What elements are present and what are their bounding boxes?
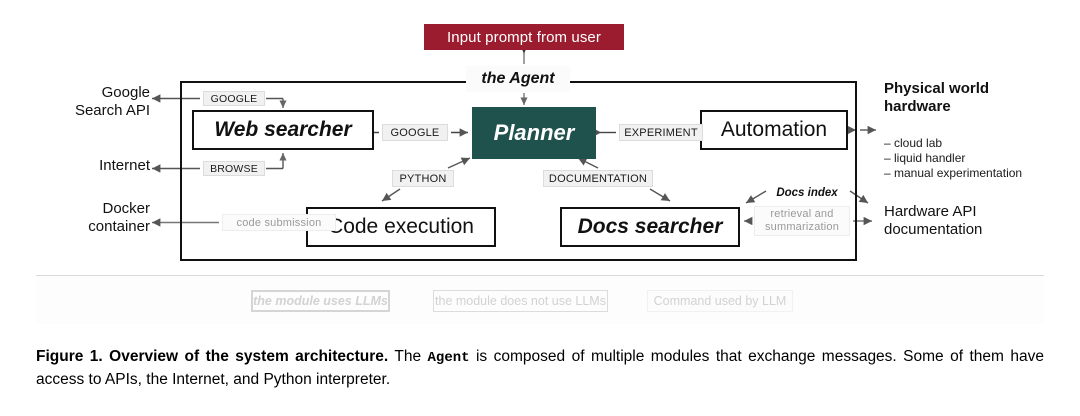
caption-text-b: is composed of multiple modules that exc… xyxy=(36,348,1044,388)
module-docs-searcher[interactable]: Docs searcher xyxy=(560,207,740,247)
bullet-item: – liquid handler xyxy=(884,151,966,165)
module-web-searcher[interactable]: Web searcher xyxy=(192,110,374,150)
label-hwapi-line-2: documentation xyxy=(884,221,983,238)
command-documentation: DOCUMENTATION xyxy=(543,170,653,187)
retrieval-line-1: retrieval and xyxy=(770,208,834,220)
label-google-line-2: Search API xyxy=(74,102,150,119)
module-planner[interactable]: Planner xyxy=(472,107,596,159)
caption-agent-mono: Agent xyxy=(427,350,470,366)
figure-caption: Figure 1. Overview of the system archite… xyxy=(36,346,1044,391)
legend-no-llms: the module does not use LLMs xyxy=(433,290,608,312)
command-google-planner: GOOGLE xyxy=(382,124,448,141)
module-automation[interactable]: Automation xyxy=(700,110,848,150)
legend-divider xyxy=(36,275,1044,276)
input-prompt-banner: Input prompt from user xyxy=(424,24,624,50)
the-agent-label: the Agent xyxy=(466,66,570,92)
caption-text-a: The xyxy=(388,348,428,365)
command-browse: BROWSE xyxy=(203,161,265,176)
label-internet: Internet xyxy=(99,157,150,174)
caption-bold-prefix: Figure 1. Overview of the system archite… xyxy=(36,348,389,365)
label-hardware-api-documentation: Hardware API documentation xyxy=(884,203,1064,239)
command-python: PYTHON xyxy=(392,170,454,187)
label-hwapi-line-1: Hardware API xyxy=(884,203,977,220)
legend-command: Command used by LLM xyxy=(647,290,793,312)
legend-uses-llms: the module uses LLMs xyxy=(251,290,390,312)
legend-strip xyxy=(36,276,1044,324)
bullet-item: – manual experimentation xyxy=(884,166,1023,180)
label-google-line-1: Google xyxy=(101,84,150,101)
label-docker-container: Docker container xyxy=(40,200,150,236)
command-experiment: EXPERIMENT xyxy=(619,124,703,141)
bullet-item: – cloud lab xyxy=(884,136,943,150)
module-code-execution[interactable]: Code execution xyxy=(306,207,496,247)
label-docker-line-2: container xyxy=(88,218,150,235)
label-google-search-api: Google Search API xyxy=(40,84,150,120)
command-code-submission: code submission xyxy=(222,214,336,231)
command-google-websearch: GOOGLE xyxy=(203,91,265,106)
label-docker-line-1: Docker xyxy=(102,200,150,217)
hardware-bullet-list: – cloud lab – liquid handler – manual ex… xyxy=(884,136,1074,181)
label-physical-line-1: Physical world xyxy=(884,80,990,97)
label-physical-world-hardware: Physical world hardware xyxy=(884,80,1064,116)
retrieval-line-2: summarization xyxy=(764,221,840,233)
command-retrieval-summarization: retrieval and summarization xyxy=(754,206,850,236)
label-physical-line-2: hardware xyxy=(884,98,951,115)
docs-index-label: Docs index xyxy=(776,187,838,199)
